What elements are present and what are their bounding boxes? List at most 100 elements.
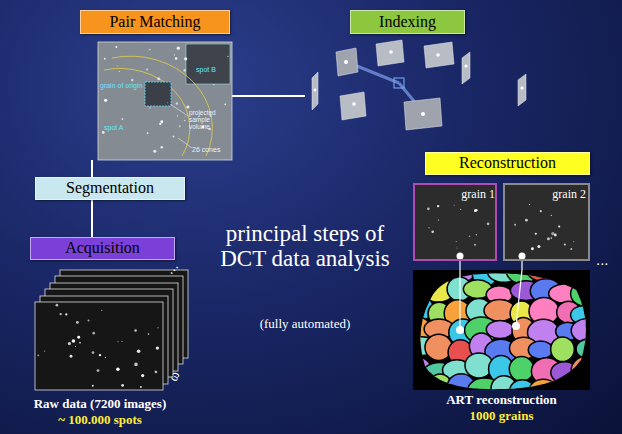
spot [65,313,67,315]
spot [514,224,516,226]
spot [68,342,71,345]
detector-plane [424,42,454,68]
sample-cube [394,78,404,88]
grain-map [399,257,605,403]
spot [76,321,79,324]
diffraction-spots [102,46,229,153]
leader-line [178,138,192,148]
spot [146,68,148,70]
spot [119,71,120,72]
spot [224,103,226,105]
leader-line [170,104,188,116]
spot [92,332,95,335]
image-annotation: spot A [104,124,144,131]
spot [487,222,490,225]
step-label: Reconstruction [425,152,590,175]
spot [104,58,106,60]
spot [474,210,476,212]
spot [551,215,552,216]
grain [424,262,455,280]
grain-image [413,183,497,261]
grain [509,357,534,382]
spot [149,49,151,51]
spot [117,341,118,342]
connector-line [232,95,305,97]
spot [454,205,455,206]
caption-text: ART reconstruction [393,392,610,408]
spot [186,105,189,108]
spot [102,131,105,134]
spot [184,120,185,121]
image-tile: grain 2 [503,183,590,261]
spot [558,225,560,227]
image-frame [35,302,163,390]
spot [427,207,430,210]
detector-plane [518,74,526,106]
spot [157,327,158,328]
spot [531,247,534,250]
spot [184,116,185,117]
plane-spot [314,89,317,92]
spot [101,310,102,311]
spot [551,237,553,239]
grain [527,260,557,281]
spot [173,136,175,138]
spot [551,232,554,235]
connector-line [91,160,93,177]
spot [92,351,95,354]
diffraction-spots [37,304,159,388]
detector-screenshot [98,42,232,160]
spot [456,248,457,249]
caption-text: 1000 grains [393,408,610,424]
spot [177,47,180,50]
grain-image [503,183,590,261]
spot [77,336,80,339]
diagram-caption: (fully automated) [205,316,405,332]
spot [174,54,175,55]
pointer-dot [457,253,464,260]
pointer-dot [519,253,526,260]
step-label: Indexing [350,10,465,34]
spot [134,363,138,367]
image-annotation: grain of origin [100,82,146,89]
step-box: Reconstructiongrain 1grain 2ART reconstr… [410,152,602,392]
spot [157,77,160,80]
grain-spots [514,204,574,250]
plane-spot [421,112,425,116]
spot [97,369,100,372]
spot [60,313,62,315]
spot [474,244,476,246]
art-image [413,270,590,390]
continuation-mark: ... [596,252,620,268]
spot [438,220,439,221]
spot [525,219,528,222]
spot [476,209,478,211]
connector-line [91,200,93,237]
spot [159,123,161,125]
spot [456,241,457,242]
spot [88,320,90,322]
spot [564,244,566,246]
spot [121,341,122,342]
spot [175,57,178,60]
spot [56,304,59,307]
spot [184,69,185,70]
spot [474,209,477,212]
spot [149,107,150,108]
spot [540,210,542,212]
plane-spot [520,86,523,89]
spot [460,209,461,210]
step-label: Segmentation [35,177,185,200]
grain-of-origin-box [145,82,171,106]
step-box: Segmentation [35,177,185,200]
spot [177,115,178,116]
spot [148,333,150,335]
spot [155,371,158,374]
spot [155,370,156,371]
spot [72,339,76,343]
grain [576,339,600,359]
spot [547,237,550,240]
spot [428,227,429,228]
